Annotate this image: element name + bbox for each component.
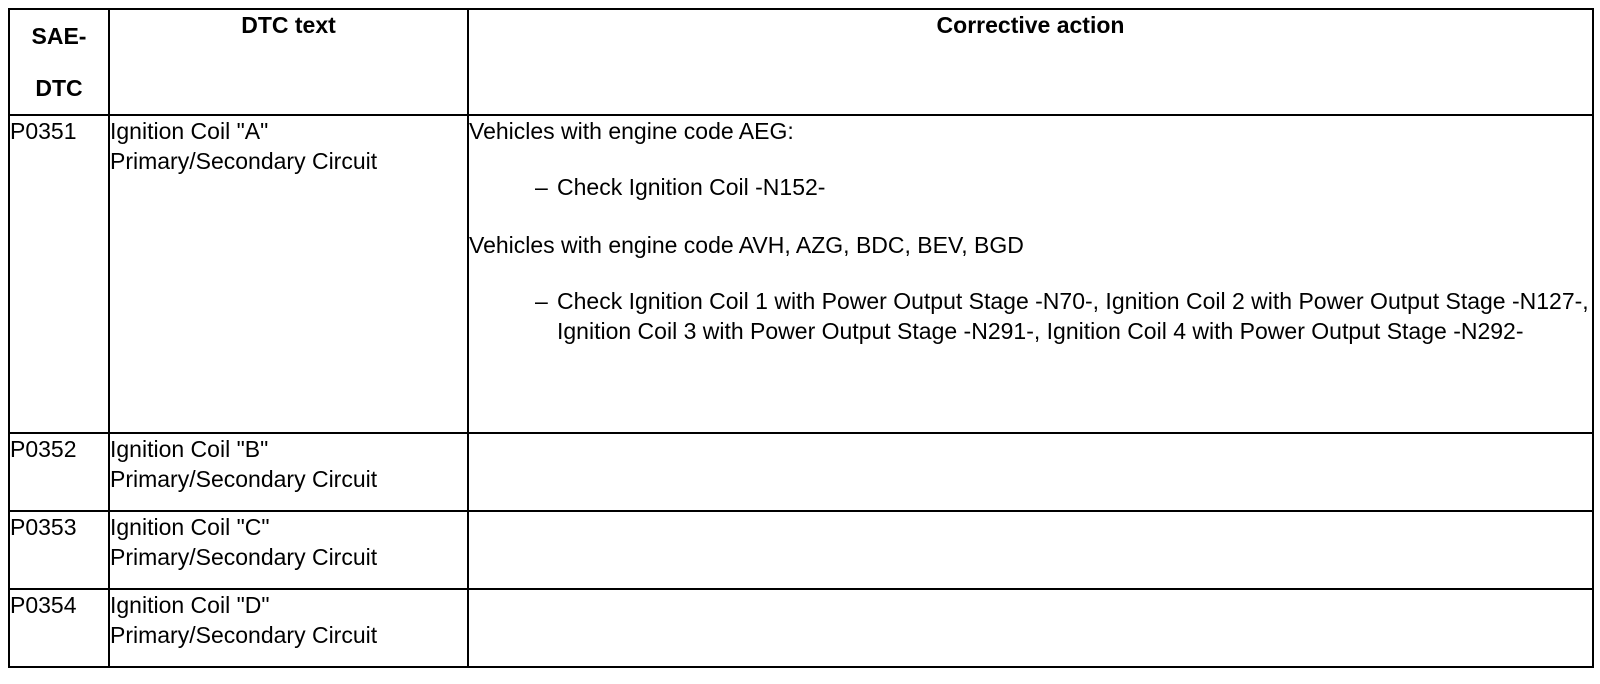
- corrective-action: [467, 432, 1594, 512]
- engine-group-avh-title: Vehicles with engine code AVH, AZG, BDC,…: [469, 232, 1024, 258]
- header-sae-dtc-line1: SAE-: [31, 23, 87, 49]
- header-corrective-action: Corrective action: [467, 8, 1594, 116]
- dtc-description-line1: Ignition Coil "B": [110, 436, 269, 462]
- table-row: P0352 Ignition Coil "B" Primary/Secondar…: [8, 432, 1594, 512]
- dtc-code: P0352: [8, 432, 110, 512]
- dtc-description-line2: Primary/Secondary Circuit: [110, 622, 378, 648]
- action-step-aeg: – Check Ignition Coil -N152-: [535, 172, 1592, 202]
- corrective-action: [467, 510, 1594, 590]
- table-row: P0353 Ignition Coil "C" Primary/Secondar…: [8, 510, 1594, 590]
- dtc-code: P0351: [8, 114, 110, 434]
- step-dash: –: [535, 288, 548, 314]
- step-text: Check Ignition Coil -N152-: [557, 174, 826, 200]
- action-step-avh: – Check Ignition Coil 1 with Power Outpu…: [535, 286, 1592, 346]
- corrective-action: Vehicles with engine code AEG: – Check I…: [467, 114, 1594, 434]
- dtc-description-line1: Ignition Coil "A": [110, 118, 269, 144]
- table-row: P0354 Ignition Coil "D" Primary/Secondar…: [8, 588, 1594, 668]
- corrective-action: [467, 588, 1594, 668]
- dtc-code: P0353: [8, 510, 110, 590]
- dtc-description-line1: Ignition Coil "C": [110, 514, 270, 540]
- header-sae-dtc: SAE- DTC: [8, 8, 110, 116]
- table-row: P0351 Ignition Coil "A" Primary/Secondar…: [8, 114, 1594, 434]
- header-dtc-text: DTC text: [108, 8, 469, 116]
- engine-group-aeg-title: Vehicles with engine code AEG:: [469, 118, 794, 144]
- dtc-description-line2: Primary/Secondary Circuit: [110, 148, 378, 174]
- dtc-description-line2: Primary/Secondary Circuit: [110, 544, 378, 570]
- dtc-code: P0354: [8, 588, 110, 668]
- table-header-row: SAE- DTC DTC text Corrective action: [8, 8, 1594, 116]
- dtc-description-line1: Ignition Coil "D": [110, 592, 270, 618]
- dtc-description-line2: Primary/Secondary Circuit: [110, 466, 378, 492]
- step-text: Check Ignition Coil 1 with Power Output …: [557, 288, 1589, 344]
- header-sae-dtc-line2: DTC: [35, 75, 83, 101]
- step-dash: –: [535, 174, 548, 200]
- dtc-description: Ignition Coil "B" Primary/Secondary Circ…: [108, 432, 469, 512]
- dtc-description: Ignition Coil "C" Primary/Secondary Circ…: [108, 510, 469, 590]
- dtc-table: SAE- DTC DTC text Corrective action P035…: [8, 8, 1594, 668]
- dtc-description: Ignition Coil "D" Primary/Secondary Circ…: [108, 588, 469, 668]
- dtc-description: Ignition Coil "A" Primary/Secondary Circ…: [108, 114, 469, 434]
